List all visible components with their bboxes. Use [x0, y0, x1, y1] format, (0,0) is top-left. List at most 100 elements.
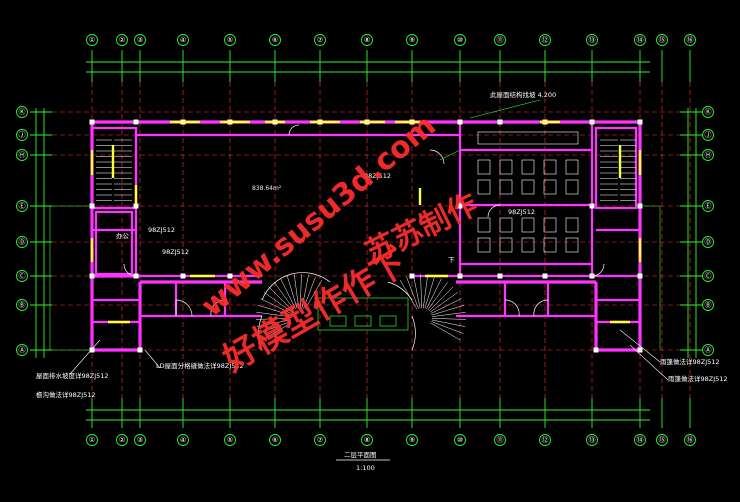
lab-bench — [521, 217, 535, 233]
curved-tread-left — [261, 322, 292, 341]
lab-bench — [477, 237, 491, 253]
axis-top-circle — [684, 34, 696, 46]
note-ref-2: 98ZJ512 — [162, 248, 189, 256]
curved-tread-left — [300, 274, 302, 309]
axis-bottom-label: ③ — [137, 436, 143, 444]
axis-top-label: ① — [89, 36, 95, 44]
column — [137, 347, 143, 353]
axis-bottom-label: ⑧ — [364, 436, 370, 444]
curved-tread-left — [301, 274, 309, 309]
curved-tread-right — [399, 279, 418, 310]
axis-bottom-label: ① — [89, 436, 95, 444]
curved-tread-left — [260, 298, 292, 314]
curved-tread-left — [274, 282, 295, 311]
curved-tread-left — [258, 321, 291, 334]
lab-bench — [543, 237, 557, 253]
column — [227, 273, 233, 279]
curved-tread-right — [430, 322, 461, 341]
note-ref-3: 98ZJ512 — [364, 172, 391, 180]
axis-left-circle — [16, 200, 28, 212]
axis-bottom-label: ② — [119, 436, 125, 444]
axis-left-circle — [16, 149, 28, 161]
curved-tread-right — [423, 274, 428, 309]
curved-tread-left — [303, 276, 316, 309]
axis-bottom-circle — [314, 434, 326, 446]
axis-bottom-label: ⑬ — [589, 436, 596, 444]
axis-top-circle — [406, 34, 418, 46]
axis-right-circle — [702, 299, 714, 311]
axis-bottom-label: ⑪ — [497, 436, 504, 444]
curved-tread-left — [257, 304, 291, 316]
curved-tread-left — [304, 279, 323, 310]
curved-tread-left — [294, 274, 299, 309]
lab-bench — [565, 217, 579, 233]
curved-tread-left — [280, 278, 296, 310]
axis-top-circle — [634, 34, 646, 46]
axis-bottom-circle — [454, 434, 466, 446]
axis-top-label: ⑥ — [272, 36, 278, 44]
axis-left-label: Ⓔ — [19, 202, 26, 210]
axis-bottom-circle — [134, 434, 146, 446]
axis-right-circle — [702, 200, 714, 212]
column — [457, 273, 463, 279]
axis-bottom-circle — [86, 434, 98, 446]
column — [637, 273, 643, 279]
curved-tread-right — [406, 276, 419, 309]
axis-top-label: ⑯ — [687, 36, 694, 44]
axis-top-label: ⑮ — [659, 36, 666, 44]
axis-bottom-label: ④ — [180, 436, 186, 444]
column — [133, 203, 139, 209]
lab-bench — [565, 159, 579, 175]
axis-top-label: ⑫ — [542, 36, 549, 44]
axis-top-circle — [224, 34, 236, 46]
curved-tread-right — [431, 321, 464, 334]
axis-top-label: ⑧ — [364, 36, 370, 44]
axis-top-label: ② — [119, 36, 125, 44]
axis-right-label: Ⓗ — [705, 151, 712, 159]
axis-left-label: Ⓙ — [19, 131, 26, 139]
axis-left-label: Ⓓ — [19, 238, 26, 246]
interior-walls — [90, 122, 640, 324]
curved-tread-left — [286, 275, 298, 309]
axis-top-circle — [177, 34, 189, 46]
room-label: 办公 — [116, 231, 130, 240]
lab-bench — [477, 159, 491, 175]
note-ref-1: 98ZJ512 — [148, 226, 175, 234]
axis-top-circle — [86, 34, 98, 46]
lab-benches — [477, 159, 579, 253]
column — [593, 347, 599, 353]
lab-bench — [499, 217, 513, 233]
lab-bench — [565, 237, 579, 253]
axis-right-circle — [702, 149, 714, 161]
axis-top-label: ⑭ — [637, 36, 644, 44]
column — [637, 347, 643, 353]
axis-bottom-label: ⑯ — [687, 436, 694, 444]
down-label: 下 — [448, 256, 455, 264]
column — [457, 203, 463, 209]
curved-tread-right — [431, 312, 466, 317]
axis-bottom-label: ⑨ — [409, 436, 415, 444]
lab-bench — [499, 159, 513, 175]
column — [542, 273, 548, 279]
windows — [90, 120, 642, 324]
axis-top-circle — [314, 34, 326, 46]
right-note-1: 雨篷做法详98ZJ512 — [660, 357, 720, 366]
axis-top-label: ④ — [180, 36, 186, 44]
axis-left-circle — [16, 106, 28, 118]
axis-left-circle — [16, 129, 28, 141]
column — [133, 119, 139, 125]
axis-right-label: Ⓓ — [705, 238, 712, 246]
curved-tread-right — [426, 278, 442, 310]
axis-top-label: ⑬ — [589, 36, 596, 44]
axis-top-circle — [586, 34, 598, 46]
axis-right-circle — [702, 236, 714, 248]
lab-bench — [543, 217, 557, 233]
watermark: www.susu3d.com 苏苏制作 好模型作作下 — [195, 108, 484, 380]
column — [89, 273, 95, 279]
curved-tread-right — [431, 319, 466, 327]
axis-left-circle — [16, 299, 28, 311]
curved-tread-right — [413, 274, 421, 309]
